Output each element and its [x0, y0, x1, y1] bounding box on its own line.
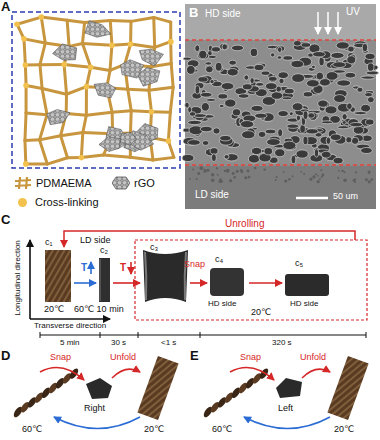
time-label: 320 s [272, 339, 292, 348]
temperature-label: 60℃ [212, 425, 232, 435]
sequence-photos [30, 231, 367, 338]
legend-text: Cross-linking [35, 196, 99, 208]
step-label: Unfold [110, 353, 136, 363]
sem-image [182, 4, 379, 209]
step-number: c₄ [215, 255, 223, 265]
time-label: <1 s [161, 339, 176, 348]
scale-label: 50 um [333, 192, 358, 202]
panel-letter: E [190, 349, 199, 363]
step-label: Snap [184, 260, 205, 270]
twist-photos [202, 356, 368, 428]
temperature-symbol: T [81, 262, 87, 273]
legend-item: PDMAEMA [14, 176, 92, 190]
step-number: c₅ [295, 259, 303, 269]
polymer-mesh [17, 17, 174, 164]
side-label: LD side [195, 189, 229, 200]
twist-photos [12, 356, 178, 428]
temperature-symbol: T [120, 262, 126, 273]
direction-label: Right [84, 404, 105, 414]
legend-item: rGO [112, 176, 155, 190]
legend-text: rGO [134, 177, 155, 189]
step-label: Unfold [300, 353, 326, 363]
temperature-label: 60℃ 10 min [74, 305, 124, 315]
side-label: HD side [208, 300, 236, 309]
step-number: c₂ [100, 246, 108, 256]
direction-label: Left [278, 404, 293, 414]
legend-text: PDMAEMA [36, 177, 92, 189]
panel-letter: A [1, 0, 10, 14]
side-label: HD side [205, 8, 241, 19]
side-label: LD side [80, 236, 111, 246]
panel-letter: B [189, 6, 198, 20]
step-label: Snap [240, 353, 261, 363]
temperature-label: 20℃ [44, 305, 64, 315]
temperature-label: 60℃ [22, 425, 42, 435]
legend-swatch [14, 176, 32, 190]
legend-swatch [18, 198, 27, 207]
step-label: Snap [50, 353, 71, 363]
axis-label: Transverse direction [34, 322, 106, 331]
crosslink-dots [14, 14, 173, 166]
side-label: HD side [290, 300, 318, 309]
panel-letter: C [1, 213, 10, 227]
axis-label: Longitudinal direction [14, 240, 23, 316]
step-number: c₁ [45, 238, 53, 248]
uv-label: UV [346, 6, 360, 17]
step-number: c₃ [150, 243, 158, 253]
temperature-label: 20℃ [251, 308, 271, 318]
temperature-label: 20℃ [334, 425, 354, 435]
temperature-label: 20℃ [144, 425, 164, 435]
legend-swatch [112, 176, 130, 190]
time-label: 30 s [111, 339, 126, 348]
schematic-frame [12, 12, 180, 168]
step-label: Unrolling [225, 218, 264, 229]
rgo-sheets [47, 21, 164, 152]
time-label: 5 min [60, 339, 80, 348]
legend-item: Cross-linking [14, 196, 99, 208]
illustration [12, 4, 379, 429]
panel-letter: D [1, 349, 10, 363]
